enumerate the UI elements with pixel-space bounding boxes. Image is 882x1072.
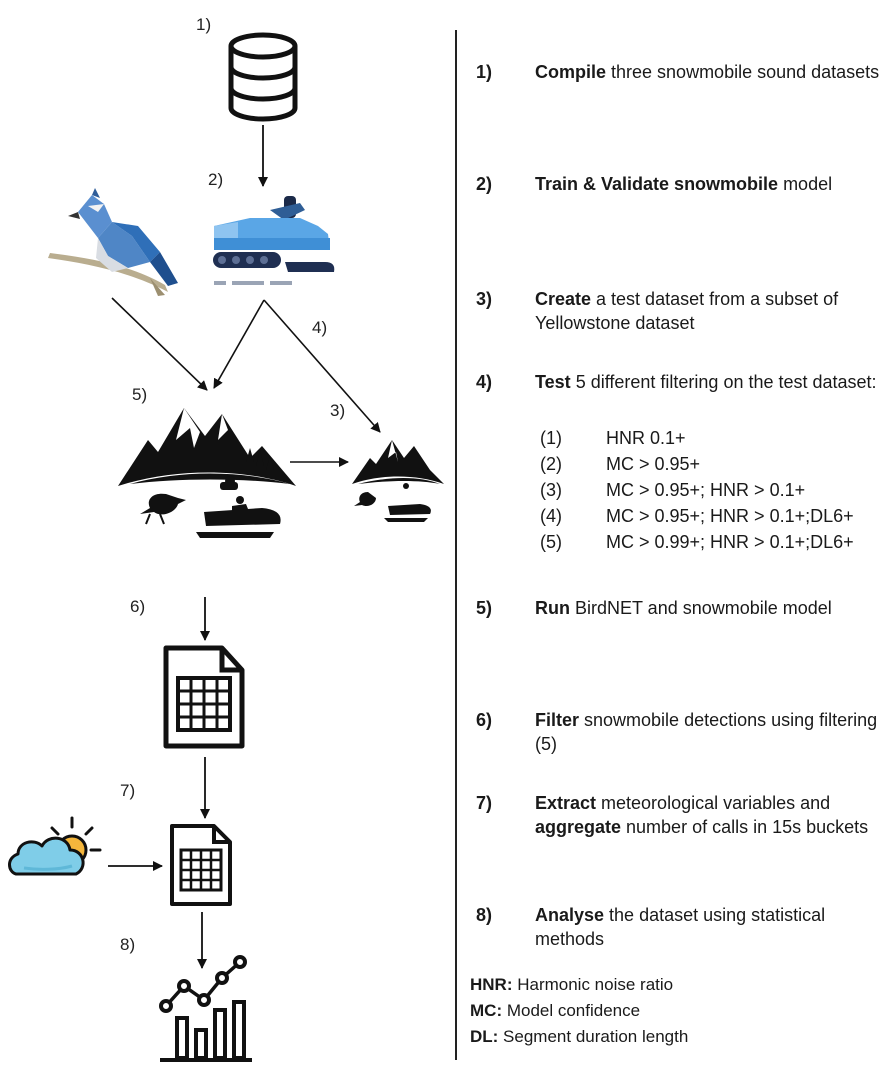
step-text: Test 5 different filtering on the test d… bbox=[535, 372, 877, 392]
diagram-label-8: 8) bbox=[120, 935, 135, 954]
step-number: 3) bbox=[476, 289, 493, 309]
diagram-label-6: 6) bbox=[130, 597, 145, 616]
spreadsheet-file-icon-large bbox=[163, 645, 245, 749]
filter-item-4: (4)MC > 0.95+; HNR > 0.1+;DL6+ bbox=[540, 506, 854, 526]
mountain-scene-large bbox=[118, 408, 296, 538]
diagram-label-4: 4) bbox=[312, 318, 327, 337]
filter-item-5: (5)MC > 0.99+; HNR > 0.1+;DL6+ bbox=[540, 532, 854, 552]
weather-cloud-sun-icon bbox=[8, 816, 102, 876]
filter-item-3: (3)MC > 0.95+; HNR > 0.1+ bbox=[540, 480, 806, 500]
analytics-chart-icon bbox=[159, 955, 252, 1062]
diagram-label-7: 7) bbox=[120, 781, 135, 800]
filter-item-1: (1)HNR 0.1+ bbox=[540, 428, 686, 448]
legend-mc: MC: Model confidence bbox=[470, 1001, 641, 1020]
step-text: Analyse the dataset using statistical me… bbox=[535, 905, 826, 949]
diagram-label-2: 2) bbox=[208, 170, 223, 189]
step-number: 7) bbox=[476, 793, 493, 813]
step-text: Compile three snowmobile sound datasets bbox=[535, 62, 880, 82]
column-divider bbox=[455, 30, 457, 1060]
arrow-bird-to-scene bbox=[111, 297, 208, 391]
step-number: 1) bbox=[476, 62, 493, 82]
legend-dl: DL: Segment duration length bbox=[470, 1027, 689, 1046]
step-number: 6) bbox=[476, 710, 493, 730]
step-text: Create a test dataset from a subset of Y… bbox=[535, 289, 839, 333]
diagram-label-1: 1) bbox=[196, 15, 211, 34]
diagram-label-5: 5) bbox=[132, 385, 147, 404]
step-number: 2) bbox=[476, 174, 493, 194]
step-text: Run BirdNET and snowmobile model bbox=[535, 598, 832, 618]
step-text: Filter snowmobile detections using filte… bbox=[535, 710, 878, 754]
workflow-diagram-svg: 1) 2) 4) 5) 3) 6) 7) 8) bbox=[8, 15, 444, 1062]
steps-panel: 1) Compile three snowmobile sound datase… bbox=[470, 0, 882, 1067]
arrow-model-to-scene bbox=[213, 299, 265, 389]
filter-item-2: (2)MC > 0.95+ bbox=[540, 454, 701, 474]
spreadsheet-file-icon-small bbox=[170, 824, 232, 906]
step-number: 5) bbox=[476, 598, 493, 618]
blue-jay-bird-icon bbox=[48, 188, 178, 296]
step-number: 8) bbox=[476, 905, 493, 925]
arrow-model-to-test-scene bbox=[263, 299, 381, 433]
legend-hnr: HNR: Harmonic noise ratio bbox=[470, 975, 674, 994]
step-text: Extract meteorological variables and agg… bbox=[535, 793, 869, 837]
step-number: 4) bbox=[476, 372, 493, 392]
snowmobile-icon bbox=[213, 196, 335, 285]
database-icon bbox=[228, 32, 298, 122]
workflow-diagram: 1) 2) 4) 5) 3) 6) 7) 8) bbox=[8, 15, 444, 1062]
mountain-scene-small bbox=[352, 440, 444, 522]
step-text: Train & Validate snowmobile model bbox=[535, 174, 833, 194]
diagram-label-3: 3) bbox=[330, 401, 345, 420]
